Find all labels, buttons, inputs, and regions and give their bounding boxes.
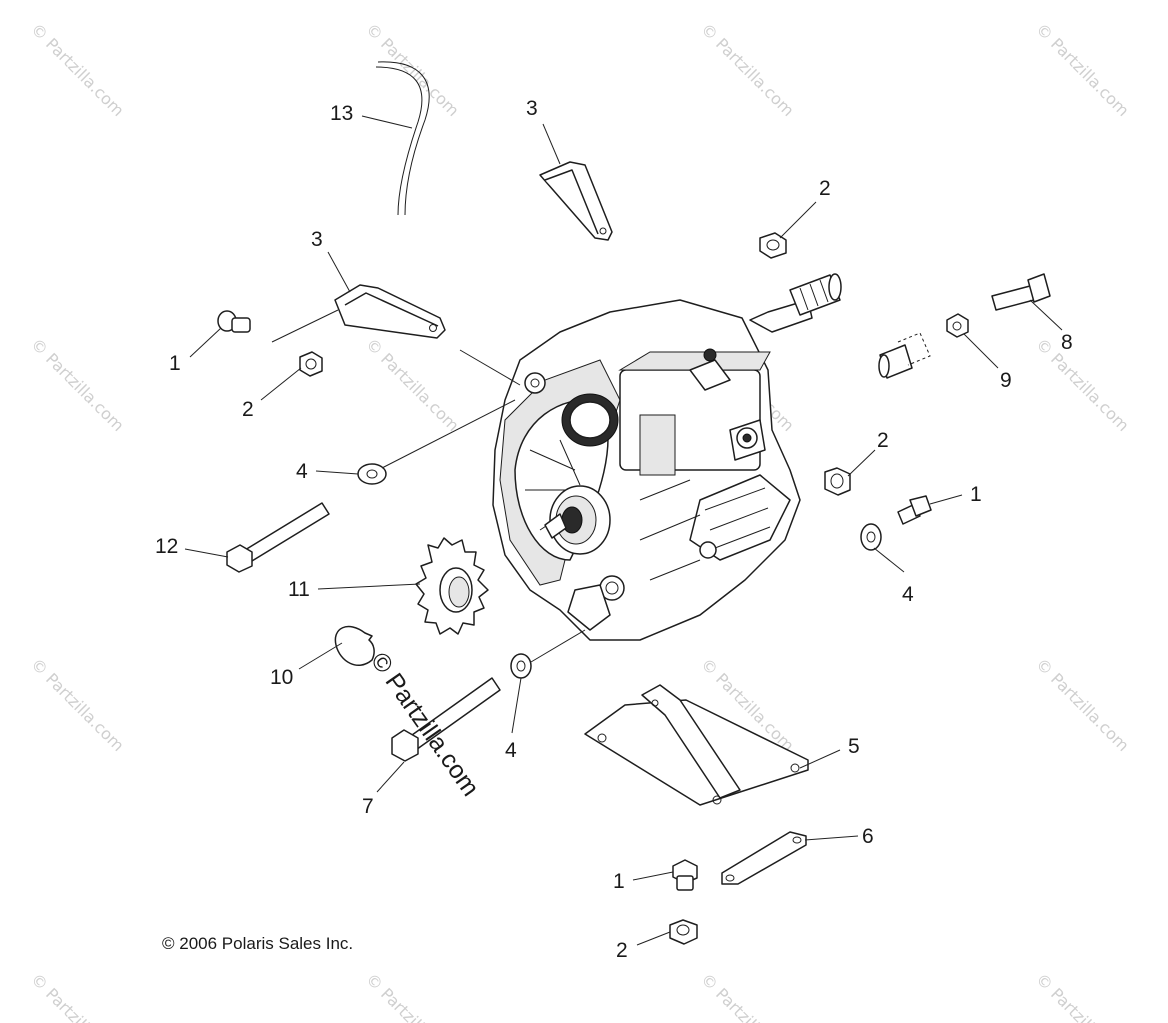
watermark-text: © Partzilla.com [1032, 969, 1133, 1023]
callout-2: 2 [819, 177, 831, 200]
callout-8: 8 [1061, 331, 1073, 354]
transmission-assembly-icon [492, 273, 842, 641]
bolt-icon [391, 677, 501, 762]
leader-lines [184, 115, 1063, 946]
watermark-main: © Partzilla.com [365, 647, 485, 801]
callout-1: 1 [613, 870, 625, 893]
watermark-text: © Partzilla.com [697, 969, 798, 1023]
callout-3: 3 [526, 97, 538, 120]
coupler-icon [878, 332, 931, 379]
callout-7: 7 [362, 795, 374, 818]
watermark-text: © Partzilla.com [1032, 19, 1133, 120]
mount-plate-icon [584, 684, 809, 806]
callout-1: 1 [169, 352, 181, 375]
watermark-text: © Partzilla.com [27, 969, 128, 1023]
sprocket-icon [415, 537, 489, 635]
washer-icon [860, 523, 882, 551]
vent-hose-icon [375, 61, 430, 216]
callout-6: 6 [862, 825, 874, 848]
bracket-icon [539, 161, 613, 241]
callout-13: 13 [330, 102, 353, 125]
strap-icon [721, 831, 807, 885]
retaining-ring-icon [334, 625, 375, 666]
bolt-icon [672, 859, 698, 891]
bolt-icon [217, 310, 251, 333]
callout-9: 9 [1000, 369, 1012, 392]
bracket-icon [334, 284, 446, 339]
callout-2: 2 [242, 398, 254, 421]
callout-5: 5 [848, 735, 860, 758]
nut-icon [824, 467, 851, 496]
watermark-text: © Partzilla.com [362, 334, 463, 435]
nut-icon [299, 351, 323, 377]
callout-4: 4 [505, 739, 517, 762]
bolt-icon [897, 495, 932, 525]
washer-icon [357, 463, 387, 485]
callout-labels: 13 3 3 2 1 2 8 9 4 2 1 12 11 4 10 4 5 7 … [155, 97, 1073, 962]
copyright-text: © 2006 Polaris Sales Inc. [162, 934, 353, 953]
callout-1: 1 [970, 483, 982, 506]
nut-icon [946, 313, 969, 338]
callout-2: 2 [877, 429, 889, 452]
bolt-icon [991, 273, 1051, 311]
callout-4: 4 [296, 460, 308, 483]
watermark-text: © Partzilla.com [27, 334, 128, 435]
callout-3: 3 [311, 228, 323, 251]
watermark-text: © Partzilla.com [27, 19, 128, 120]
watermark-text: © Partzilla.com [1032, 334, 1133, 435]
washer-icon [510, 653, 532, 679]
watermark-text: © Partzilla.com [362, 969, 463, 1023]
watermark-text: © Partzilla.com [362, 19, 463, 120]
callout-12: 12 [155, 535, 178, 558]
callout-10: 10 [270, 666, 293, 689]
nut-icon [669, 919, 698, 945]
watermark-text: © Partzilla.com [1032, 654, 1133, 755]
nut-icon [759, 232, 787, 259]
watermark-text: © Partzilla.com [27, 654, 128, 755]
callout-11: 11 [288, 578, 310, 601]
callout-4: 4 [902, 583, 914, 606]
callout-2: 2 [616, 939, 628, 962]
bolt-icon [226, 502, 330, 573]
watermark-text: © Partzilla.com [697, 19, 798, 120]
